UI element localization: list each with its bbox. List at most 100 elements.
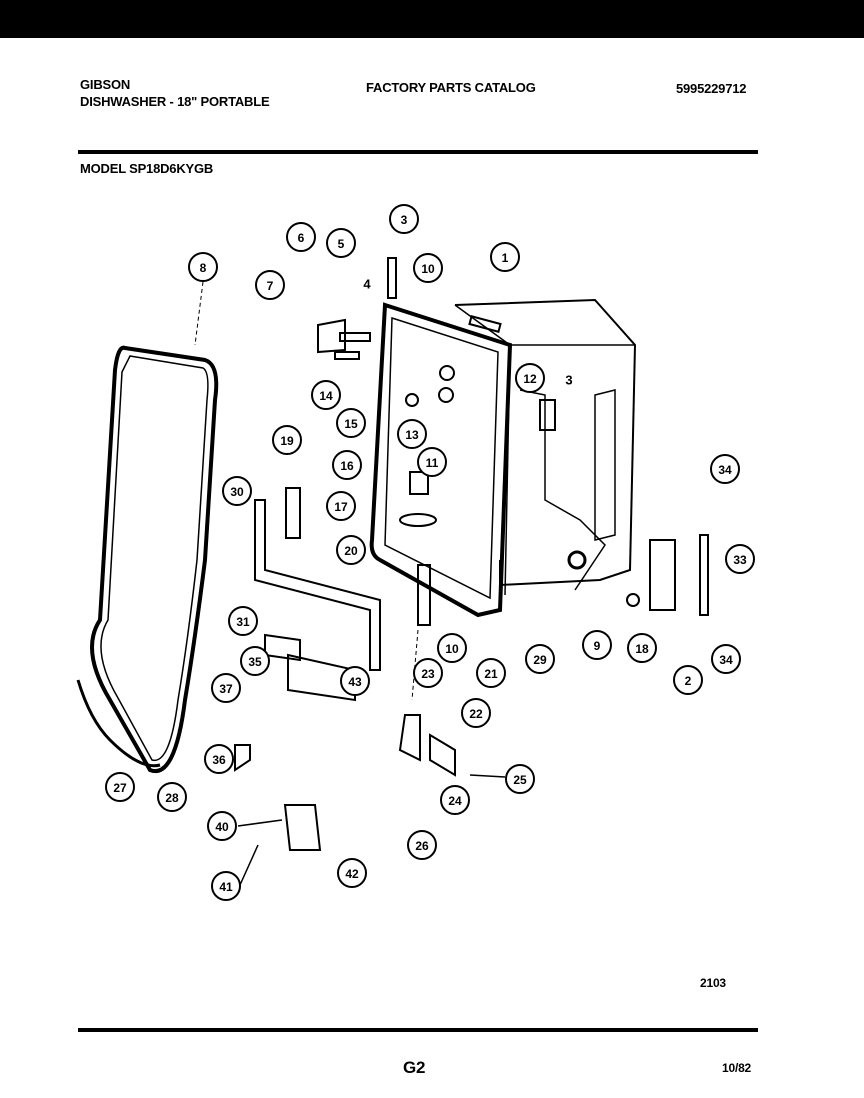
- callout-part-27: 27: [105, 772, 135, 802]
- callout-circle: [490, 242, 520, 272]
- callout-circle: [204, 744, 234, 774]
- tub: [369, 302, 513, 618]
- callout-label: 27: [113, 781, 127, 795]
- callout-part-24: 24: [440, 785, 470, 815]
- callout-circle: [673, 665, 703, 695]
- callout-circle: [228, 606, 258, 636]
- callout-circle: [627, 633, 657, 663]
- callout-part-6: 6: [286, 222, 316, 252]
- callout-label: 12: [523, 372, 537, 386]
- callout-label: 26: [415, 839, 429, 853]
- callout-label: 41: [219, 880, 233, 894]
- callout-circle: [505, 764, 535, 794]
- callout-circle: [525, 644, 555, 674]
- callout-circle: [413, 253, 443, 283]
- tub-inner: [384, 316, 499, 600]
- callout-circle: [272, 425, 302, 455]
- callout-label: 31: [236, 615, 250, 629]
- model-number: MODEL SP18D6KYGB: [80, 161, 214, 176]
- callout-circle: [476, 658, 506, 688]
- callout-circle: [188, 252, 218, 282]
- callout-circle: [437, 633, 467, 663]
- callout-circle: [582, 630, 612, 660]
- callout-part-41: 41: [211, 871, 241, 901]
- callout-label: 10: [421, 262, 435, 276]
- strip: [334, 351, 360, 360]
- screw: [237, 819, 283, 827]
- callout-part-28: 28: [157, 782, 187, 812]
- callout-label: 9: [594, 639, 601, 653]
- scan-border-top: [0, 0, 864, 38]
- callout-label: 21: [484, 667, 498, 681]
- leader-line: [411, 629, 419, 701]
- clip: [264, 633, 301, 662]
- leader-line: [194, 281, 204, 346]
- callout-part-33: 33: [725, 544, 755, 574]
- callout-circle: [337, 858, 367, 888]
- callout-circle: [211, 673, 241, 703]
- callout-circle: [311, 380, 341, 410]
- callout-part-29: 29: [525, 644, 555, 674]
- callout-part-23: 23: [413, 658, 443, 688]
- callout-part-26: 26: [407, 830, 437, 860]
- drain-tube: [417, 564, 431, 626]
- callout-circle: [332, 450, 362, 480]
- plain-label-group: 43: [363, 277, 572, 388]
- callout-circle: [286, 222, 316, 252]
- washer: [626, 593, 640, 607]
- callout-label: 10: [445, 642, 459, 656]
- revision-date: 10/82: [722, 1061, 752, 1075]
- callout-part-21: 21: [476, 658, 506, 688]
- callout-part-14: 14: [311, 380, 341, 410]
- callout-part-40: 40: [207, 811, 237, 841]
- callout-part-5: 5: [326, 228, 356, 258]
- callout-label: 15: [344, 417, 358, 431]
- catalog-title: FACTORY PARTS CATALOG: [366, 80, 536, 95]
- callout-circle: [710, 454, 740, 484]
- callout-label: 22: [469, 707, 483, 721]
- hinge-bracket: [254, 499, 381, 671]
- callout-label: 34: [719, 653, 733, 667]
- plate: [287, 653, 356, 702]
- screw: [239, 844, 259, 886]
- callout-circle: [240, 646, 270, 676]
- callout-part-11: 11: [417, 447, 447, 477]
- strip: [699, 534, 709, 616]
- callout-part-10: 10: [413, 253, 443, 283]
- strip: [387, 257, 397, 299]
- callout-part-12: 12: [515, 363, 545, 393]
- part-label-4: 4: [363, 277, 371, 292]
- callout-part-30: 30: [222, 476, 252, 506]
- callout-label: 33: [733, 553, 747, 567]
- hinge: [317, 318, 346, 354]
- callout-label: 40: [215, 820, 229, 834]
- callout-label: 29: [533, 653, 547, 667]
- callout-circle: [207, 811, 237, 841]
- callout-label: 17: [334, 500, 348, 514]
- callout-part-34: 34: [711, 644, 741, 674]
- callout-label: 20: [344, 544, 358, 558]
- callout-circle: [389, 204, 419, 234]
- callout-circle: [340, 666, 370, 696]
- header-rule: [78, 150, 758, 154]
- diagram-drawing: [76, 257, 709, 886]
- callout-circle: [105, 772, 135, 802]
- callout-circle: [461, 698, 491, 728]
- callout-part-31: 31: [228, 606, 258, 636]
- callout-part-19: 19: [272, 425, 302, 455]
- hose: [76, 679, 161, 768]
- catalog-number: 5995229712: [676, 81, 747, 96]
- clip: [539, 399, 556, 431]
- panel: [649, 539, 676, 611]
- callout-part-35: 35: [240, 646, 270, 676]
- callout-circle: [413, 658, 443, 688]
- callout-label: 28: [165, 791, 179, 805]
- callout-label: 43: [348, 675, 362, 689]
- callout-circle: [336, 535, 366, 565]
- callout-label: 30: [230, 485, 244, 499]
- screw: [469, 774, 506, 778]
- callout-label: 19: [280, 434, 294, 448]
- valve: [398, 714, 421, 762]
- callout-circle: [255, 270, 285, 300]
